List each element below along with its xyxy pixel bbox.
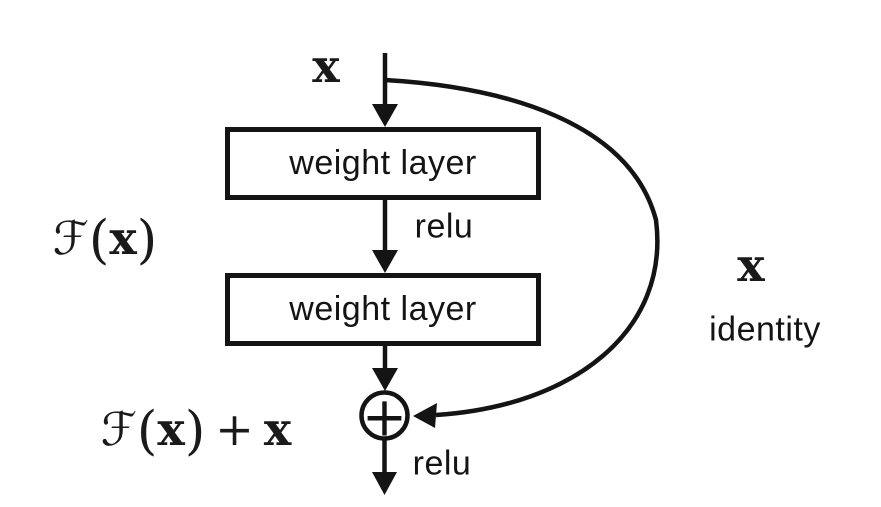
- residual-function-label: ℱ(x): [52, 211, 158, 266]
- weight-layer-2-label: weight layer: [289, 290, 477, 328]
- arrowhead-icon: [413, 403, 437, 428]
- relu-out-label: relu: [412, 444, 472, 483]
- open-paren: (: [88, 209, 110, 271]
- output-arrow: [372, 440, 397, 495]
- weight-layer-1-box: weight layer: [225, 127, 541, 200]
- input-x-symbol: x: [312, 39, 340, 93]
- identity-label: identity: [709, 310, 821, 349]
- adder-circle: [359, 390, 410, 441]
- to-adder-arrow: [372, 346, 398, 391]
- script-f-symbol: ℱ: [100, 402, 137, 456]
- skip-connection-arrow: [384, 77, 660, 428]
- plus-icon: +: [362, 386, 407, 449]
- close-paren: ): [136, 209, 158, 271]
- skip-connection-curve: [384, 77, 660, 418]
- output-expression-label: ℱ(x)+x: [100, 402, 292, 457]
- adder-node: +: [359, 386, 410, 449]
- input-arrow: [372, 53, 398, 127]
- skip-x-symbol: x: [737, 238, 765, 292]
- x-symbol: x: [263, 402, 292, 456]
- weight-layer-1-label: weight layer: [289, 144, 477, 182]
- arrowhead-icon: [372, 104, 398, 127]
- close-paren: ): [184, 400, 206, 462]
- script-f-symbol: ℱ: [52, 211, 89, 265]
- x-symbol: x: [157, 402, 185, 456]
- mid-arrow: [372, 200, 398, 273]
- input-x-label: x: [312, 39, 339, 93]
- arrowhead-icon: [372, 472, 397, 495]
- arrowhead-icon: [372, 250, 398, 273]
- plus-operator: +: [215, 402, 254, 456]
- x-symbol: x: [109, 211, 137, 265]
- arrowhead-icon: [372, 368, 398, 391]
- open-paren: (: [136, 400, 158, 462]
- relu-mid-label: relu: [414, 207, 474, 246]
- skip-x-label: x: [737, 238, 764, 292]
- weight-layer-2-box: weight layer: [225, 273, 541, 346]
